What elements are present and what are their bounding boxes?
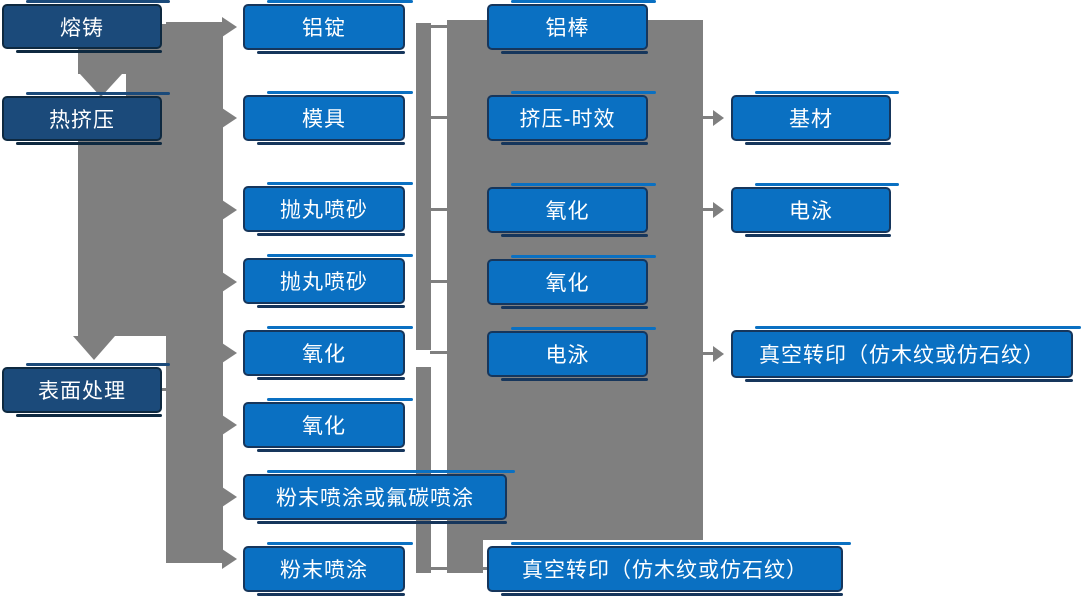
arrow-to-mold-icon — [222, 108, 237, 128]
node-aluminum-rod: 铝棒 — [487, 0, 656, 54]
flow-band-process-foot — [447, 540, 483, 573]
arrow-to-powder-fluorocarbon-icon — [222, 487, 237, 507]
link-line-row1 — [430, 25, 451, 28]
link-line-row2 — [430, 116, 451, 119]
flow-band-stage-column — [78, 24, 166, 336]
link-line-row4 — [430, 280, 451, 283]
arrow-to-shot-blasting-1-icon — [222, 200, 237, 220]
node-powder-coating: 粉末喷涂 — [243, 542, 413, 596]
arrow-line-to-vacuum-transfer — [701, 352, 713, 355]
arrow-to-vacuum-transfer-icon — [713, 346, 724, 362]
collector-bar-upper — [416, 23, 431, 350]
node-mold: 模具 — [243, 91, 413, 145]
arrow-to-shot-blasting-2-icon — [222, 272, 237, 292]
node-oxidation-c3-2: 氧化 — [487, 255, 656, 309]
node-electrophoresis-c4: 电泳 — [731, 183, 899, 237]
arrow-to-oxidation-2-icon — [222, 415, 237, 435]
node-electrophoresis-c3: 电泳 — [487, 327, 656, 381]
node-shot-blasting-1: 抛丸喷砂 — [243, 182, 413, 236]
node-shot-blasting-2: 抛丸喷砂 — [243, 254, 413, 308]
link-line-row3 — [430, 208, 451, 211]
node-melting: 熔铸 — [2, 0, 170, 53]
surface-treatment-junction-line — [160, 388, 174, 391]
arrow-to-electrophoresis-icon — [713, 202, 724, 218]
link-line-row5 — [430, 351, 451, 354]
node-base-material: 基材 — [731, 91, 899, 145]
node-oxidation-c2-1: 氧化 — [243, 326, 413, 380]
arrow-to-aluminum-ingot-icon — [222, 17, 237, 37]
flow-band-distribution — [166, 22, 223, 563]
node-oxidation-c2-2: 氧化 — [243, 398, 413, 452]
node-hot-extrusion: 热挤压 — [2, 92, 170, 145]
arrow-to-powder-coating-icon — [222, 549, 237, 569]
node-extrusion-aging: 挤压-时效 — [487, 91, 656, 145]
arrow-down-to-surface-treatment-icon — [73, 336, 115, 360]
arrow-to-oxidation-1-icon — [222, 343, 237, 363]
node-vacuum-transfer-c4: 真空转印（仿木纹或仿石纹） — [731, 326, 1081, 382]
arrow-down-to-hot-extrusion-icon — [80, 74, 122, 97]
arrow-line-to-electrophoresis — [701, 208, 713, 211]
node-aluminum-ingot: 铝锭 — [243, 0, 413, 54]
node-powder-or-fluorocarbon-coating: 粉末喷涂或氟碳喷涂 — [243, 470, 515, 524]
node-oxidation-c3-1: 氧化 — [487, 183, 656, 237]
node-surface-treatment: 表面处理 — [2, 363, 170, 417]
arrow-to-base-material-icon — [713, 110, 724, 126]
node-vacuum-transfer-c3: 真空转印（仿木纹或仿石纹） — [487, 542, 851, 596]
arrow-line-to-base-material — [701, 116, 713, 119]
